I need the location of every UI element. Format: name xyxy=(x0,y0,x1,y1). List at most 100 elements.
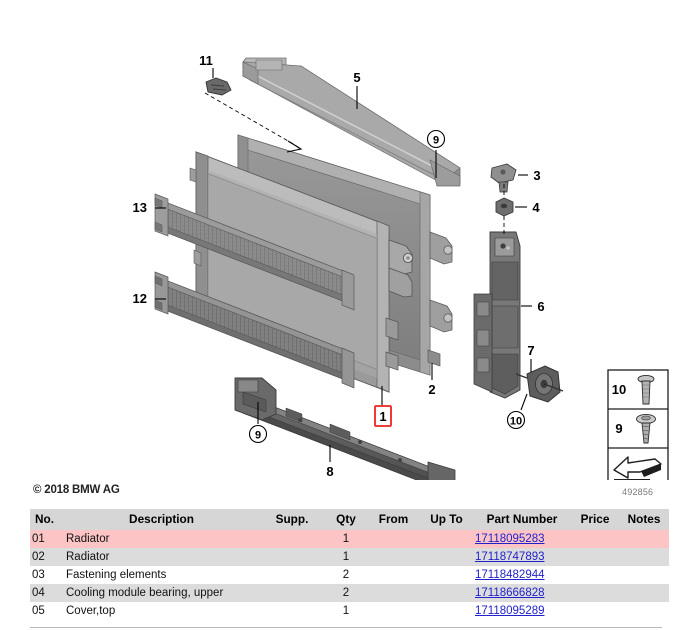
cell-notes xyxy=(619,548,669,566)
callout-circle-10 xyxy=(506,410,526,430)
cell-supp xyxy=(259,548,325,566)
table-row[interactable]: 03 Fastening elements 2 17118482944 xyxy=(30,566,669,584)
cell-part-number: 17118666828 xyxy=(473,584,571,602)
cell-price xyxy=(571,566,619,584)
callout-label-9-bottom: 9 xyxy=(255,430,261,442)
cell-no: 03 xyxy=(30,566,64,584)
callout-label-8: 8 xyxy=(326,464,333,479)
callout-label-1: 1 xyxy=(379,409,386,424)
column-header-qty[interactable]: Qty xyxy=(325,509,367,530)
cell-description: Radiator xyxy=(64,530,259,548)
callout-label-9-top: 9 xyxy=(433,135,439,147)
callout-circle-9-top xyxy=(426,129,446,149)
cell-part-number: 17118482944 xyxy=(473,566,571,584)
part-6-cooling-module-bracket xyxy=(473,231,521,399)
cell-supp xyxy=(259,584,325,602)
copyright-notice: © 2018 BMW AG xyxy=(33,484,120,496)
part-number-link[interactable]: 17118095283 xyxy=(475,533,545,545)
cell-from xyxy=(367,548,420,566)
column-header-notes[interactable]: Notes xyxy=(619,509,669,530)
column-header-from[interactable]: From xyxy=(367,509,420,530)
cell-description: Cooling module bearing, upper xyxy=(64,584,259,602)
callout-circle-9-bottom xyxy=(248,424,268,444)
column-header-supp[interactable]: Supp. xyxy=(259,509,325,530)
column-header-price[interactable]: Price xyxy=(571,509,619,530)
cell-description: Fastening elements xyxy=(64,566,259,584)
cell-from xyxy=(367,584,420,602)
callout-label-10: 10 xyxy=(510,416,522,428)
table-bottom-divider xyxy=(30,627,662,628)
column-header-part-number[interactable]: Part Number xyxy=(473,509,571,530)
cell-part-number: 17118747893 xyxy=(473,548,571,566)
cell-supp xyxy=(259,602,325,620)
cell-description: Radiator xyxy=(64,548,259,566)
callout-label-6: 6 xyxy=(537,299,544,314)
part-13-cooler-panel-upper xyxy=(154,193,355,311)
table-row[interactable]: 01 Radiator 1 17118095283 xyxy=(30,530,669,548)
part-number-link[interactable]: 17118666828 xyxy=(475,587,545,599)
column-header-description[interactable]: Description xyxy=(64,509,259,530)
parts-list-table: No. Description Supp. Qty From Up To Par… xyxy=(30,509,669,620)
callout-label-2: 2 xyxy=(428,382,435,397)
cell-supp xyxy=(259,566,325,584)
cell-notes xyxy=(619,530,669,548)
legend-label-10: 10 xyxy=(612,382,626,397)
table-row[interactable]: 04 Cooling module bearing, upper 2 17118… xyxy=(30,584,669,602)
table-row[interactable]: 02 Radiator 1 17118747893 xyxy=(30,548,669,566)
part-8-lower-crossmember xyxy=(234,377,456,480)
column-header-no[interactable]: No. xyxy=(30,509,64,530)
cell-part-number: 17118095283 xyxy=(473,530,571,548)
part-12-cooler-panel-lower xyxy=(154,271,355,389)
callout-label-5: 5 xyxy=(353,70,360,85)
callout-label-3: 3 xyxy=(533,168,540,183)
table-header-row: No. Description Supp. Qty From Up To Par… xyxy=(30,509,669,530)
legend-label-9: 9 xyxy=(615,421,622,436)
part-11-clip xyxy=(205,77,232,96)
cell-supp xyxy=(259,530,325,548)
table-row[interactable]: 05 Cover,top 1 17118095289 xyxy=(30,602,669,620)
cell-price xyxy=(571,584,619,602)
cell-no: 01 xyxy=(30,530,64,548)
callout-label-4: 4 xyxy=(532,200,540,215)
cell-no: 04 xyxy=(30,584,64,602)
cell-notes xyxy=(619,602,669,620)
cell-from xyxy=(367,530,420,548)
callout-label-7: 7 xyxy=(527,343,534,358)
diagram-id-label: 492856 xyxy=(622,487,654,497)
cell-qty: 2 xyxy=(325,566,367,584)
cell-notes xyxy=(619,566,669,584)
cell-up-to xyxy=(420,566,473,584)
part-3-fastening-element xyxy=(490,163,517,193)
bolt-icon xyxy=(637,374,655,405)
cell-qty: 1 xyxy=(325,602,367,620)
cell-from xyxy=(367,566,420,584)
cell-price xyxy=(571,548,619,566)
highlight-box-callout-1 xyxy=(374,405,392,427)
cell-qty: 2 xyxy=(325,584,367,602)
cell-description: Cover,top xyxy=(64,602,259,620)
part-number-link[interactable]: 17118747893 xyxy=(475,551,545,563)
part-number-link[interactable]: 17118095289 xyxy=(475,605,545,617)
cell-up-to xyxy=(420,584,473,602)
part-number-link[interactable]: 17118482944 xyxy=(475,569,545,581)
view-direction-arrow-icon xyxy=(613,456,662,480)
cell-price xyxy=(571,530,619,548)
cell-up-to xyxy=(420,602,473,620)
column-header-up-to[interactable]: Up To xyxy=(420,509,473,530)
screw-icon xyxy=(636,413,656,444)
callout-label-12: 12 xyxy=(133,291,147,306)
callout-label-13: 13 xyxy=(133,200,147,215)
cell-up-to xyxy=(420,530,473,548)
cell-part-number: 17118095289 xyxy=(473,602,571,620)
part-5-cover-top xyxy=(242,57,461,187)
cell-notes xyxy=(619,584,669,602)
cell-qty: 1 xyxy=(325,548,367,566)
part-4-cooling-module-bearing xyxy=(495,197,514,217)
part-7-rubber-mount xyxy=(515,365,564,403)
fastener-legend-box: 10 9 xyxy=(607,369,669,480)
parts-exploded-diagram: 11 5 13 12 3 4 6 7 2 1 xyxy=(133,53,669,480)
cell-from xyxy=(367,602,420,620)
cell-up-to xyxy=(420,548,473,566)
cell-no: 05 xyxy=(30,602,64,620)
cell-no: 02 xyxy=(30,548,64,566)
